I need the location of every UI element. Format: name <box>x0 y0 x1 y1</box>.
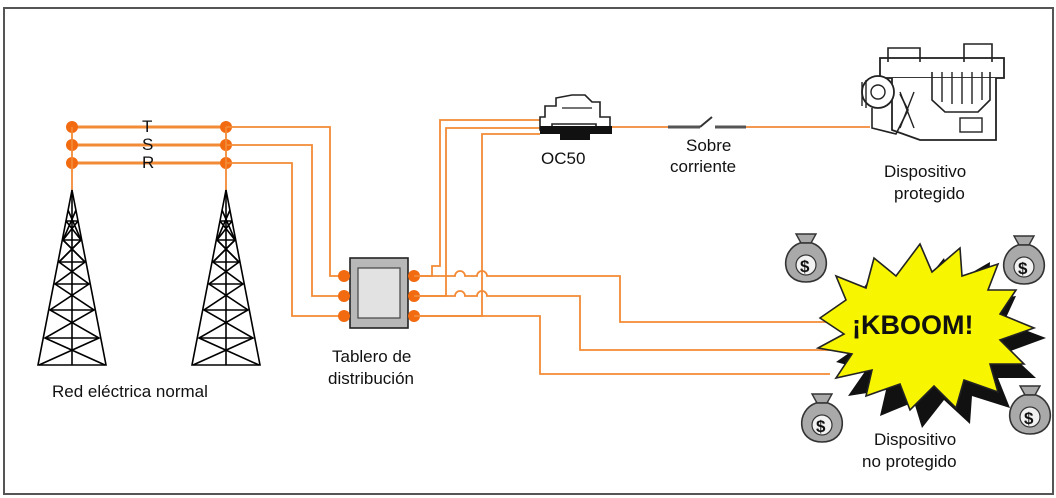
money-bag-icon: $ <box>1002 235 1046 285</box>
phase-s-label: S <box>142 135 153 154</box>
power-tower-icon <box>191 127 261 366</box>
money-symbol: $ <box>800 257 810 276</box>
unprotected-label-line2: no protegido <box>862 452 957 471</box>
explosion-label: ¡KBOOM! <box>852 310 973 340</box>
money-symbol: $ <box>1018 259 1028 278</box>
protected-label-line1: Dispositivo <box>884 162 966 181</box>
breaker-icon <box>539 94 668 140</box>
feed-wires <box>226 126 344 317</box>
money-bag-icon: $ <box>784 233 828 283</box>
explosion-icon: ¡KBOOM! <box>815 242 1046 428</box>
panel-label-line2: distribución <box>328 369 414 388</box>
switch-label-line2: corriente <box>670 157 736 176</box>
grid-label: Red eléctrica normal <box>52 382 208 401</box>
money-bag-icon: $ <box>800 393 844 443</box>
switch-label-line1: Sobre <box>686 136 731 155</box>
power-tower-icon <box>37 127 107 366</box>
money-symbol: $ <box>1024 409 1034 428</box>
unprotected-wires <box>414 270 830 375</box>
switch-icon <box>668 116 870 129</box>
money-symbol: $ <box>816 417 826 436</box>
phase-r-label: R <box>142 153 154 172</box>
oc50-label: OC50 <box>541 149 585 168</box>
protected-label-line2: protegido <box>894 184 965 203</box>
unprotected-label-line1: Dispositivo <box>874 430 956 449</box>
phase-t-label: T <box>142 117 152 136</box>
panel-label-line1: Tablero de <box>332 347 411 366</box>
money-bag-icon: $ <box>1008 385 1052 435</box>
motor-icon <box>861 43 1005 141</box>
distribution-panel-icon <box>338 257 420 329</box>
